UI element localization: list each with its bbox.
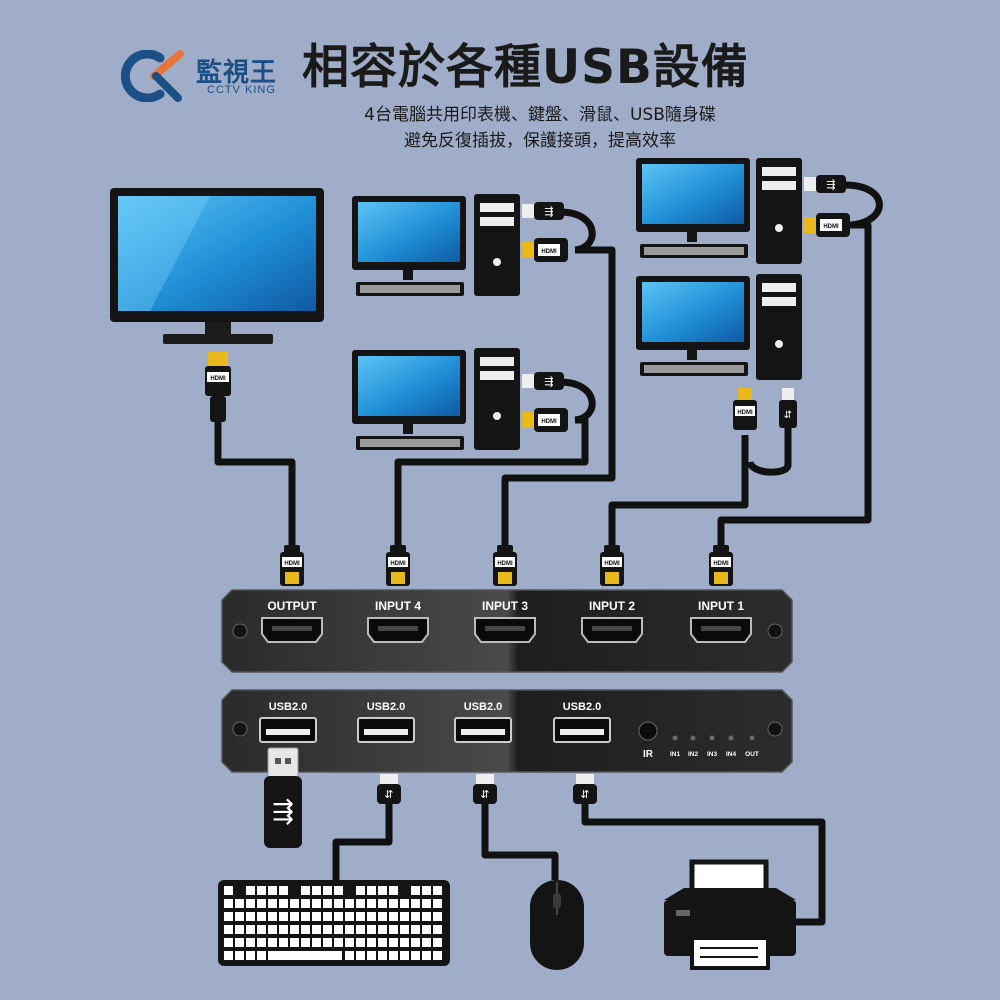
- tv-hdmi-plug: HDMI: [205, 352, 231, 422]
- cables: [214, 181, 883, 926]
- subtitle-line-1: 4台電腦共用印表機、鍵盤、滑鼠、USB隨身碟: [364, 105, 716, 125]
- brand-name-english: CCTV KING: [207, 84, 276, 96]
- pc3-plugs: ⇶ HDMI: [804, 175, 850, 237]
- computer-2: [352, 348, 520, 450]
- hdmi-port-label: INPUT 3: [482, 599, 528, 613]
- hdmi-label: HDMI: [541, 249, 557, 255]
- hdmi-label: HDMI: [541, 419, 557, 425]
- usb-trident-icon: ⇶: [544, 206, 553, 218]
- led-label: IN4: [726, 751, 737, 758]
- led-label: IN3: [707, 751, 718, 758]
- hdmi-port-label: OUTPUT: [267, 599, 317, 613]
- led-label: IN1: [670, 751, 681, 758]
- svg-text:⇵: ⇵: [384, 789, 393, 801]
- hdmi-label: HDMI: [210, 376, 226, 382]
- brand-name: 監視王: [196, 58, 278, 88]
- hdmi-label: HDMI: [823, 224, 839, 230]
- status-led: [709, 735, 715, 741]
- hdmi-label: HDMI: [284, 561, 300, 567]
- pc2-plugs: ⇶ HDMI: [522, 372, 568, 432]
- status-led: [728, 735, 734, 741]
- usb-trident-icon: ⇶: [272, 796, 294, 826]
- headline: 相容於各種USB設備: [302, 40, 749, 95]
- hdmi-switch: OUTPUT INPUT 4 INPUT 3 INPUT 2 INPUT 1: [221, 589, 793, 673]
- usb-switch-panel: USB2.0 USB2.0 USB2.0 USB2.0 IR IN1 IN2 IN3 IN4…: [221, 689, 793, 773]
- pc1-plugs: ⇶ HDMI: [522, 202, 568, 262]
- status-led: [690, 735, 696, 741]
- brand-logo-mark: [120, 50, 184, 102]
- hdmi-port-label: INPUT 2: [589, 599, 635, 613]
- svg-text:⇵: ⇵: [480, 789, 489, 801]
- subtitle-line-2: 避免反復插拔，保護接頭，提高效率: [404, 131, 676, 151]
- hdmi-port-label: INPUT 1: [698, 599, 744, 613]
- printer: [664, 859, 796, 970]
- usb-hub-plugs: ⇵ ⇵ ⇵: [377, 774, 597, 804]
- usb-trident-icon: ⇵: [784, 410, 792, 421]
- usb-flash-drive: ⇶: [264, 747, 302, 848]
- computer-1: [352, 194, 520, 296]
- hdmi-label: HDMI: [713, 561, 729, 567]
- usb-port-label: USB2.0: [563, 701, 602, 713]
- usb-port-label: USB2.0: [367, 701, 406, 713]
- hdmi-label: HDMI: [497, 561, 513, 567]
- hdmi-label: HDMI: [604, 561, 620, 567]
- status-led: [749, 735, 755, 741]
- tv-monitor: [110, 188, 324, 344]
- computer-4: [636, 274, 802, 380]
- led-label: IN2: [688, 751, 699, 758]
- ir-label: IR: [643, 749, 654, 760]
- svg-text:⇵: ⇵: [580, 789, 589, 801]
- usb-trident-icon: ⇶: [826, 179, 835, 191]
- computer-3: [636, 158, 802, 264]
- keyboard: [218, 880, 450, 966]
- hdmi-port-label: INPUT 4: [375, 599, 421, 613]
- switch-hdmi-plugs: HDMI HDMI HDMI HDMI HDMI: [280, 545, 733, 586]
- ir-receiver: [638, 721, 658, 741]
- usb-port-label: USB2.0: [464, 701, 503, 713]
- hdmi-label: HDMI: [737, 410, 753, 416]
- mouse: [530, 880, 584, 970]
- usb-port-label: USB2.0: [269, 701, 308, 713]
- hdmi-label: HDMI: [390, 561, 406, 567]
- led-label: OUT: [745, 751, 759, 758]
- usb-trident-icon: ⇶: [544, 376, 553, 388]
- pc4-plugs: HDMI ⇵: [733, 388, 797, 430]
- status-led: [672, 735, 678, 741]
